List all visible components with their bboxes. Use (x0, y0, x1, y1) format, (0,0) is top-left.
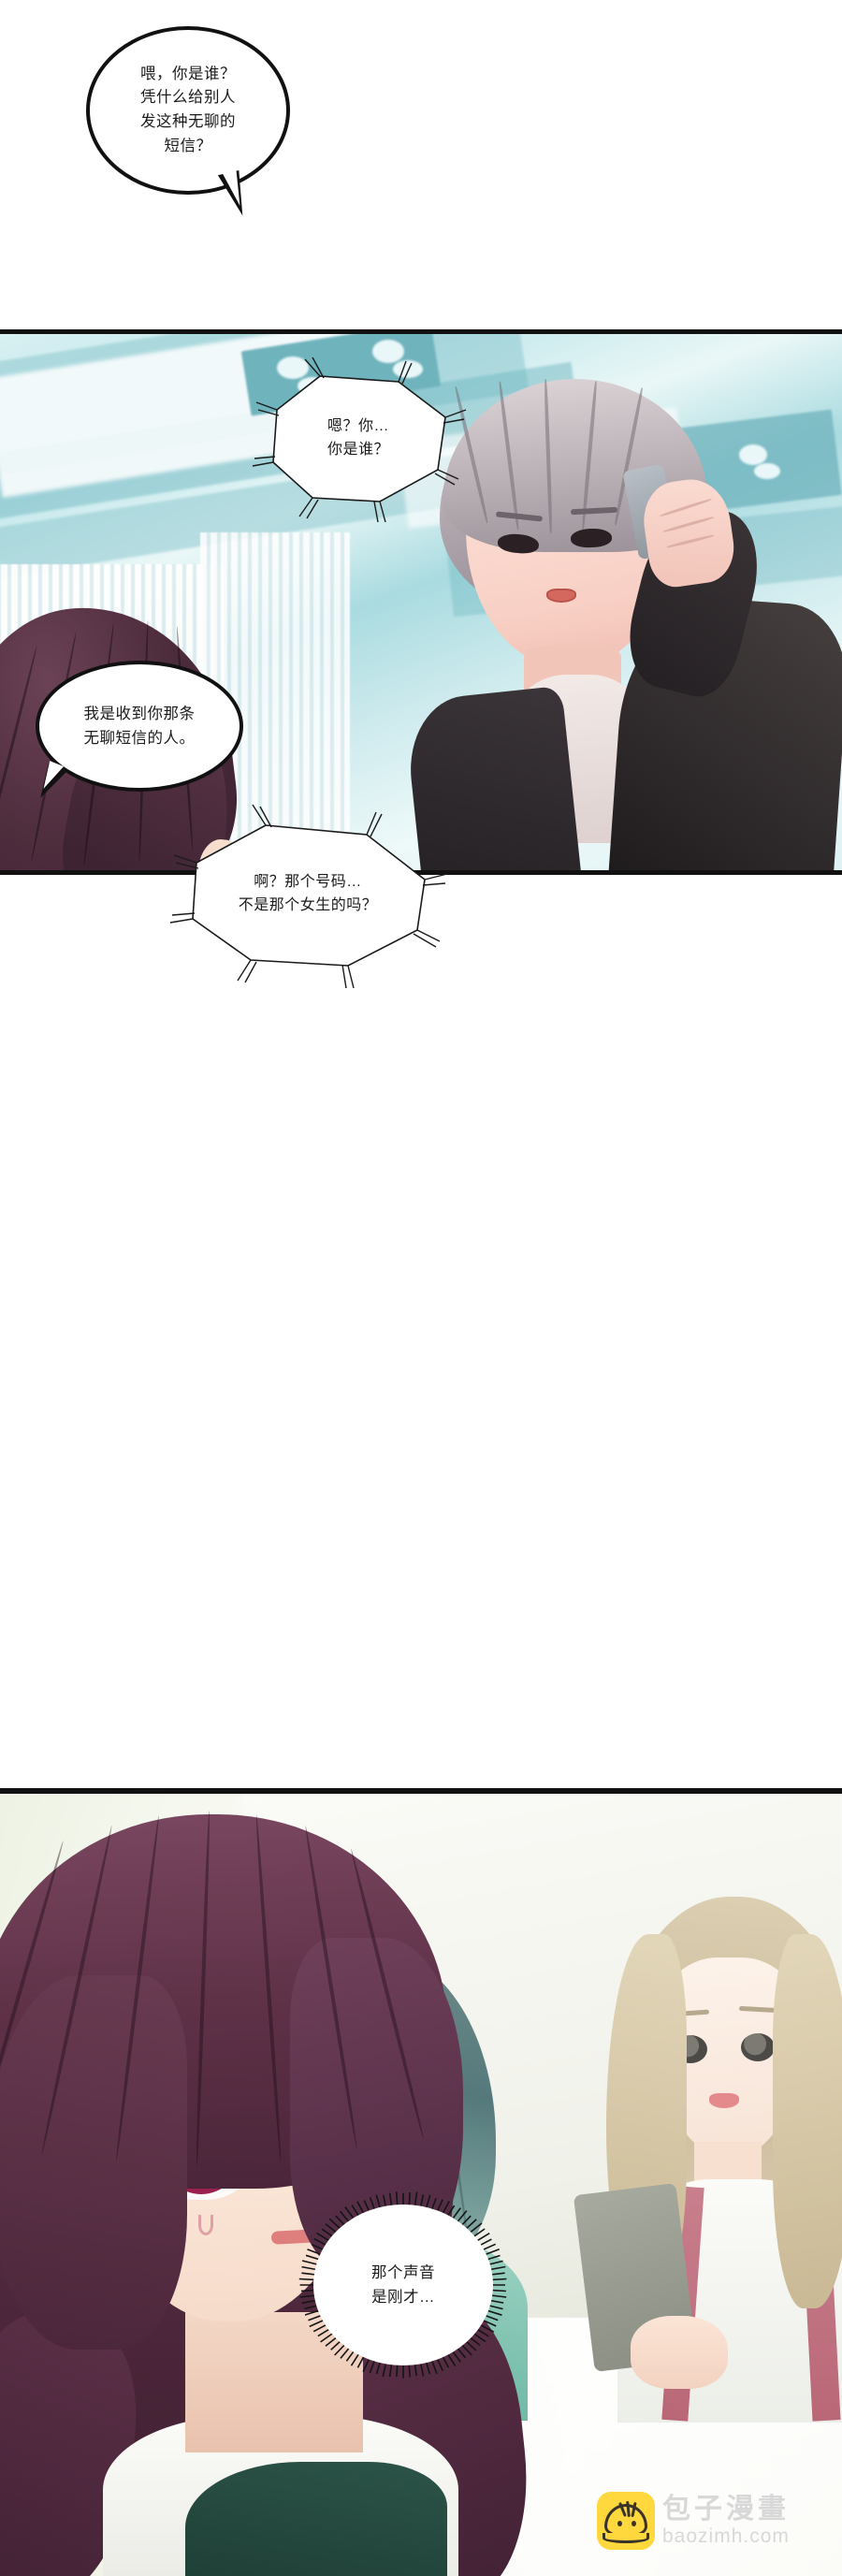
bubble-2-spikes (252, 357, 467, 523)
girl-sweat-drop (198, 2215, 213, 2235)
bubble-3-text: 我是收到你那条 无聊短信的人。 (83, 705, 196, 747)
friend-blonde-eye-right (741, 2033, 775, 2061)
site-watermark: 包子漫畫 baozimh.com (597, 2478, 831, 2564)
bubble-4-text: 啊？那个号码… 不是那个女生的吗？ (238, 874, 378, 913)
comic-panel-1 (0, 329, 842, 875)
bun-base (602, 2533, 649, 2543)
comic-panel-2 (0, 1788, 842, 2576)
ceiling-knob (393, 360, 423, 378)
burst-spikes (298, 2191, 507, 2379)
boy-hand (638, 474, 739, 590)
bubble-text-wrap: 那个声音 是刚才… (286, 2186, 520, 2384)
speech-bubble-4[interactable]: 啊？那个号码… 不是那个女生的吗？ (169, 804, 448, 989)
watermark-text: 包子漫畫 baozimh.com (662, 2494, 790, 2547)
bubble-2-text: 嗯？你… 你是谁？ (327, 418, 389, 458)
speech-bubble-5[interactable]: 那个声音 是刚才… (286, 2186, 520, 2384)
girl-vest (185, 2462, 447, 2576)
ceiling-knob (277, 357, 309, 379)
bubble-5-text: 那个声音 是刚才… (371, 2263, 435, 2306)
bubble-text-wrap: 嗯？你… 你是谁？ (268, 372, 449, 505)
bun-eye-left (617, 2521, 622, 2526)
friend-blonde-hand (631, 2316, 728, 2389)
bun-body (604, 2504, 647, 2538)
bun-eye-right (632, 2521, 636, 2526)
main-girl-character (0, 1807, 561, 2576)
bubble-outline (86, 26, 290, 195)
bubble-2-shape (252, 357, 467, 523)
ceiling-knob (754, 463, 780, 479)
bubble-4-spikes (169, 804, 448, 989)
speech-bubble-2[interactable]: 嗯？你… 你是谁？ (252, 357, 467, 523)
friend-blonde-mouth (709, 2093, 739, 2108)
bubble-text-wrap: 啊？那个号码… 不是那个女生的吗？ (183, 820, 432, 969)
ceiling-knob (372, 340, 404, 363)
baozi-bun-icon (597, 2492, 655, 2550)
girl-bangs-left (0, 1975, 187, 2350)
speech-bubble-3[interactable]: 我是收到你那条 无聊短信的人。 (36, 661, 243, 792)
speech-bubble-1[interactable]: 喂，你是谁？ 凭什么给别人 发这种无聊的 短信？ (86, 26, 290, 195)
bubble-1-text: 喂，你是谁？ 凭什么给别人 发这种无聊的 短信？ (140, 65, 236, 154)
bubble-5-shape (298, 2191, 507, 2379)
bubble-4-shape (169, 804, 448, 989)
boy-character (402, 366, 842, 870)
watermark-title-en: baozimh.com (662, 2525, 790, 2547)
ceiling-knob (739, 444, 767, 465)
boy-mouth (546, 589, 576, 603)
bubble-text-wrap: 我是收到你那条 无聊短信的人。 (36, 661, 243, 792)
friend-blonde-hair-side (773, 1934, 842, 2308)
bubble-outline (36, 661, 243, 792)
bubble-text-wrap: 喂，你是谁？ 凭什么给别人 发这种无聊的 短信？ (86, 26, 290, 195)
watermark-title-cn: 包子漫畫 (662, 2494, 790, 2525)
